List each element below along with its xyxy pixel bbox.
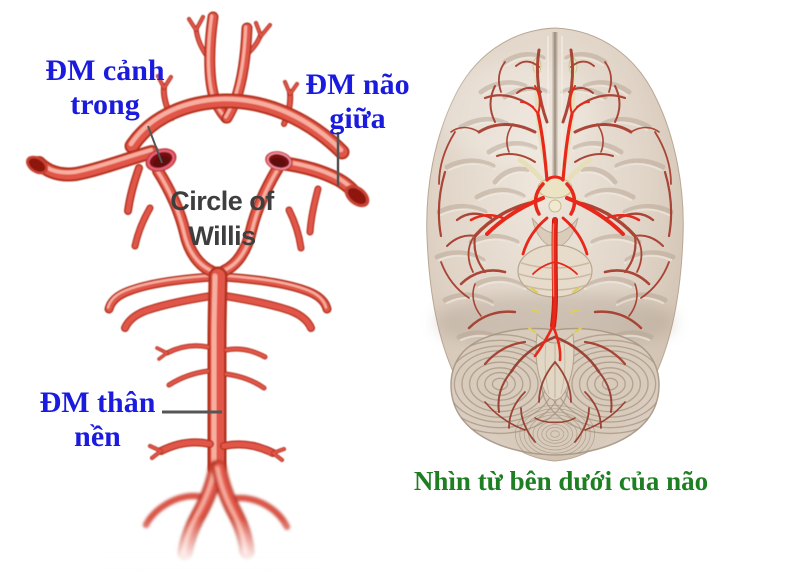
cranial-nerve-stubs (528, 287, 582, 333)
label-basilar: ĐM thân nền (15, 386, 180, 454)
medulla (535, 332, 575, 401)
artery-artwork (25, 16, 370, 553)
bottom-fade (100, 518, 320, 571)
label-line: ĐM cảnh (45, 54, 165, 87)
central-arteries (469, 85, 641, 362)
label-internal-carotid: ĐM cảnh trong (20, 54, 190, 122)
title-line: Circle of (170, 186, 274, 216)
carotid-stump-right (265, 151, 293, 171)
label-line: giữa (329, 102, 386, 135)
label-middle-cerebral: ĐM não giữa (285, 68, 430, 136)
brain-inferior-view (426, 27, 684, 462)
mca-cut-end-left (25, 155, 49, 175)
pointer-internal-carotid (147, 125, 163, 164)
title-line: Willis (188, 221, 256, 251)
pointer-lines (147, 125, 340, 414)
diagram-title: Circle of Willis (142, 184, 302, 254)
label-line: nền (74, 420, 121, 453)
figure-caption: Nhìn từ bên dưới của não (413, 466, 709, 496)
label-line: ĐM thân (39, 386, 156, 419)
mca-cut-end-right (344, 184, 370, 208)
circle-of-willis-diagram (25, 0, 370, 571)
label-line: trong (70, 88, 140, 121)
cerebellar-arteries (484, 335, 626, 443)
label-line: ĐM não (305, 68, 410, 101)
carotid-stump-left (145, 148, 177, 172)
